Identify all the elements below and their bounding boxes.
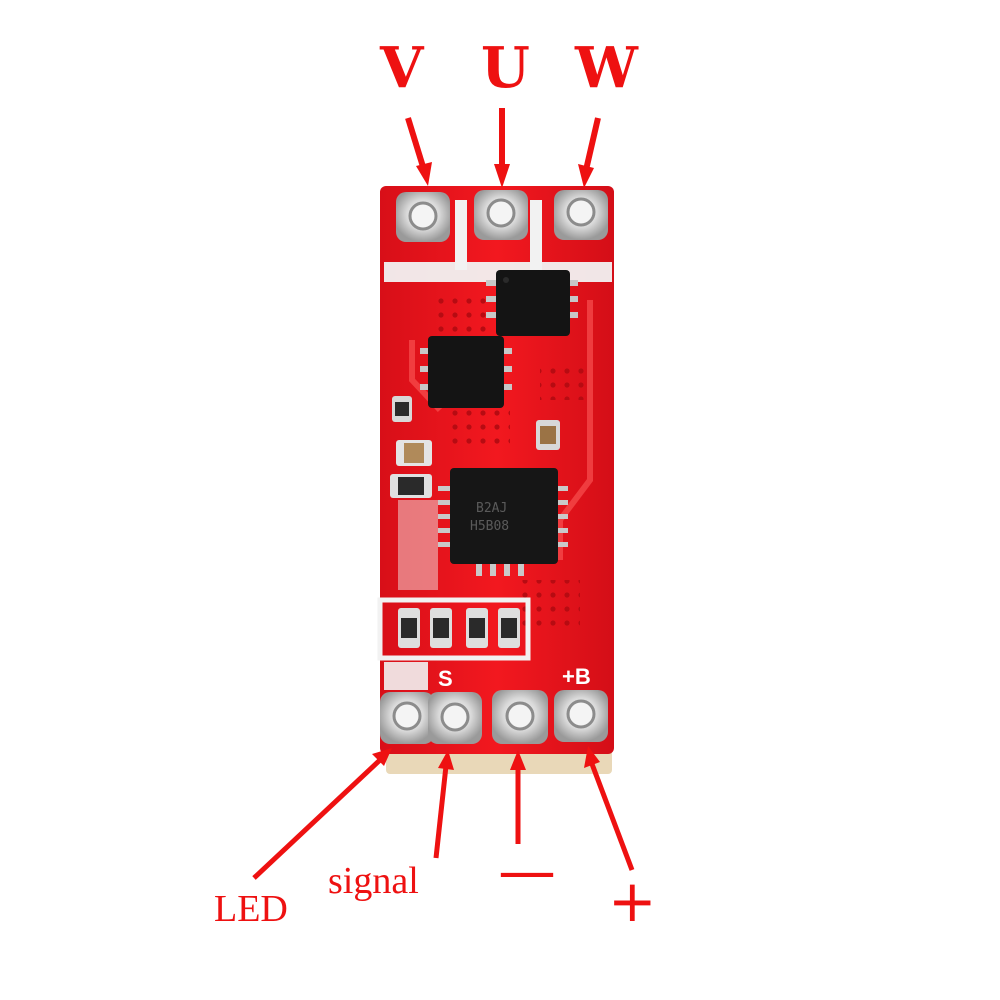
via-field-2 (446, 410, 510, 450)
label-u: U (481, 35, 530, 101)
via-field-1 (432, 290, 492, 338)
arrows-top (405, 108, 601, 188)
chip-marking-line1: B2AJ (476, 501, 507, 516)
label-signal: signal (328, 860, 419, 902)
resistor-3 (466, 608, 488, 648)
label-led: LED (214, 888, 288, 930)
resistor-1 (398, 608, 420, 648)
arrow-v (405, 117, 427, 171)
label-w: W (575, 35, 638, 101)
resistor-4 (498, 608, 520, 648)
mosfet-chip-1 (486, 270, 578, 336)
silk-divider-1 (455, 200, 467, 270)
smd-capacitor-2 (396, 440, 432, 466)
pad-v (396, 192, 450, 242)
via-field-3 (540, 360, 590, 400)
trace-1 (557, 300, 593, 560)
mcu-chip: B2AJ H5B08 (438, 468, 568, 576)
pad-signal (428, 692, 482, 744)
silk-text-s: S (438, 666, 453, 691)
pad-minus (492, 690, 548, 744)
smd-capacitor-3 (390, 474, 432, 498)
mosfet-chip-2 (420, 336, 512, 408)
silk-text-plus-b: +B (562, 664, 591, 689)
arrow-led (252, 758, 382, 880)
resistor-2 (430, 608, 452, 648)
smd-capacitor-1 (392, 396, 412, 422)
pad-led (380, 692, 434, 744)
pad-plus (554, 690, 608, 742)
label-plus: + (608, 867, 657, 935)
pad-w (554, 190, 608, 240)
silk-hatch (398, 500, 438, 590)
silk-block-led (384, 662, 428, 690)
chip-marking-line2: H5B08 (470, 519, 509, 534)
arrow-signal (433, 765, 449, 859)
smd-capacitor-4 (536, 420, 560, 450)
resistor-silk-box (377, 597, 531, 661)
pad-u (474, 190, 528, 240)
arrows-bottom (252, 746, 635, 880)
label-minus: — (498, 837, 556, 905)
label-v: V (380, 35, 424, 101)
arrow-plus (589, 763, 635, 871)
silk-divider-2 (530, 200, 542, 270)
arrow-w (583, 117, 601, 171)
